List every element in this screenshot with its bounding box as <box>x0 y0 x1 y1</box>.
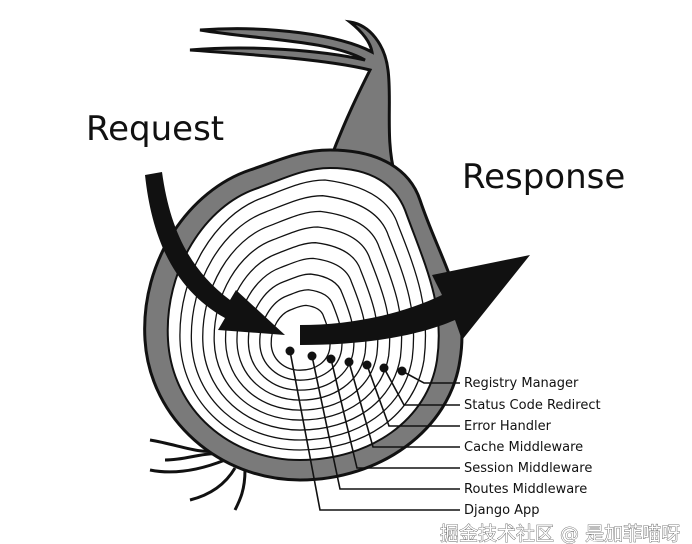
onion-stem <box>189 19 398 178</box>
response-label: Response <box>462 157 625 197</box>
layer-leader-line <box>311 355 460 490</box>
onion-ring <box>224 242 379 411</box>
watermark: 掘金技术社区 @ 是加菲喵呀 <box>440 523 680 544</box>
layer-leader-line <box>330 358 460 469</box>
onion-rings <box>179 179 427 451</box>
onion-ring <box>179 179 427 451</box>
onion-ring <box>270 304 331 371</box>
layer-leader-line <box>289 350 460 511</box>
onion-ring <box>202 210 403 431</box>
layer-leader-line <box>348 361 460 448</box>
layer-label: Django App <box>464 503 540 518</box>
layer-label: Registry Manager <box>464 376 579 391</box>
onion-ring <box>213 226 391 421</box>
onion-ring <box>259 289 343 381</box>
layer-leader-line <box>383 367 460 406</box>
layer-leader-line <box>366 364 460 427</box>
response-arrow <box>300 255 530 345</box>
onion-flesh <box>166 166 440 462</box>
onion-ring <box>247 273 355 391</box>
layer-labels: Registry Manager Status Code Redirect Er… <box>464 376 601 518</box>
layer-leader-line <box>401 370 460 384</box>
layer-label: Routes Middleware <box>464 482 587 497</box>
onion-ring <box>190 195 415 441</box>
layer-label: Session Middleware <box>464 461 592 476</box>
layer-label: Cache Middleware <box>464 440 583 455</box>
layer-leaders <box>285 346 460 511</box>
request-label: Request <box>86 109 224 149</box>
layer-label: Error Handler <box>464 419 552 434</box>
layer-label: Status Code Redirect <box>464 398 601 413</box>
request-arrow <box>145 172 285 335</box>
